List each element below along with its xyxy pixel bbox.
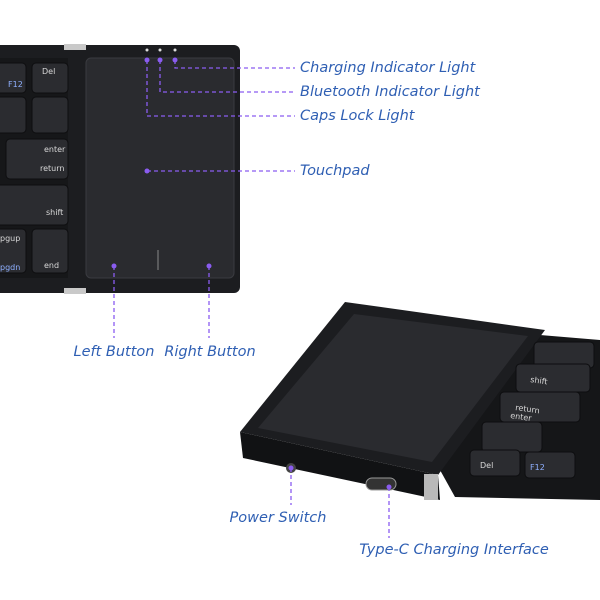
folded-key-shift: shift [530,375,548,386]
top-keyboard-view: Del F12 enter return shift pgup pgdn end [0,44,240,294]
key-end: end [44,261,59,270]
leader-lines [113,60,390,538]
key-return: return [40,164,64,173]
folded-key-f12: F12 [530,463,545,472]
key-pgdn: pgdn [0,263,20,272]
label-left-button: Left Button [73,344,155,360]
key-f12: F12 [8,80,23,89]
key-shift: shift [46,208,63,217]
key-pgup: pgup [0,234,20,243]
leader-dots [111,57,392,490]
folded-key-del: Del [480,461,493,470]
label-right-button: Right Button [164,344,256,360]
folded-key-enter: enter [510,411,533,423]
key-enter: enter [44,145,66,154]
label-caps-lock: Caps Lock Light [300,108,415,124]
label-charging-indicator: Charging Indicator Light [300,60,476,76]
folded-keyboard-view: shift return enter Del F12 [240,302,600,500]
key-del: Del [42,67,55,76]
label-bluetooth-indicator: Bluetooth Indicator Light [300,84,480,100]
label-touchpad: Touchpad [300,163,370,179]
folded-key-return: return [515,403,540,415]
label-type-c: Type-C Charging Interface [359,542,549,558]
label-power-switch: Power Switch [229,510,327,526]
